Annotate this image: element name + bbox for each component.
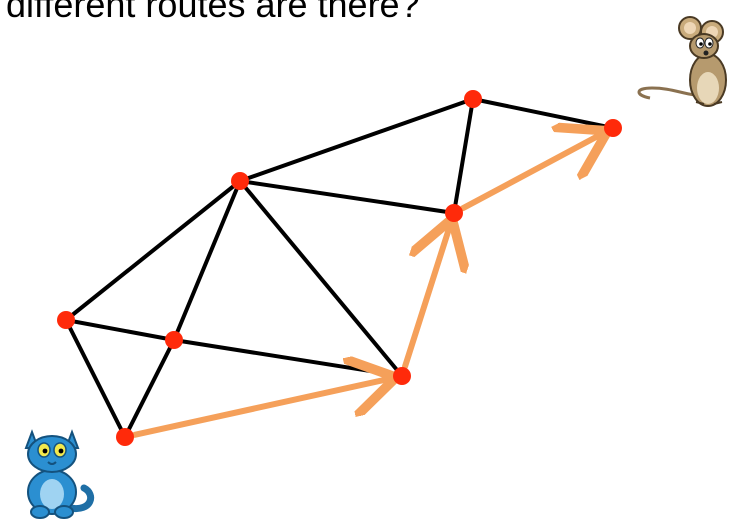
edge-left-top-left xyxy=(64,179,242,322)
edge-top-left-top-right xyxy=(238,97,475,183)
question-title: different routes are there? xyxy=(6,0,420,25)
node-goal xyxy=(604,119,622,137)
route-arrow-start-bottom-right xyxy=(131,379,391,438)
edge-left-middle-left xyxy=(64,318,176,342)
edge-top-right-goal xyxy=(471,97,615,130)
node-top-left xyxy=(231,172,249,190)
edge-middle-left-top-left xyxy=(172,179,242,342)
edge-right-top-right xyxy=(452,97,475,215)
cat-icon xyxy=(24,429,95,519)
node-left xyxy=(57,311,75,329)
graph-edges xyxy=(64,97,615,439)
node-bottom-right xyxy=(393,367,411,385)
edge-start-left xyxy=(64,318,127,439)
graph-nodes xyxy=(57,90,622,446)
mouse-icon xyxy=(637,16,727,107)
node-top-right xyxy=(464,90,482,108)
node-right xyxy=(445,204,463,222)
edge-top-left-right xyxy=(238,179,456,215)
node-middle-left xyxy=(165,331,183,349)
route-arrow-bottom-right-right xyxy=(402,224,450,370)
edge-top-left-bottom-right xyxy=(238,179,404,378)
edge-middle-left-bottom-right xyxy=(172,338,404,378)
node-start xyxy=(116,428,134,446)
edge-start-middle-left xyxy=(123,338,176,439)
route-arrow-right-goal xyxy=(459,134,603,212)
highlighted-route xyxy=(131,134,603,438)
